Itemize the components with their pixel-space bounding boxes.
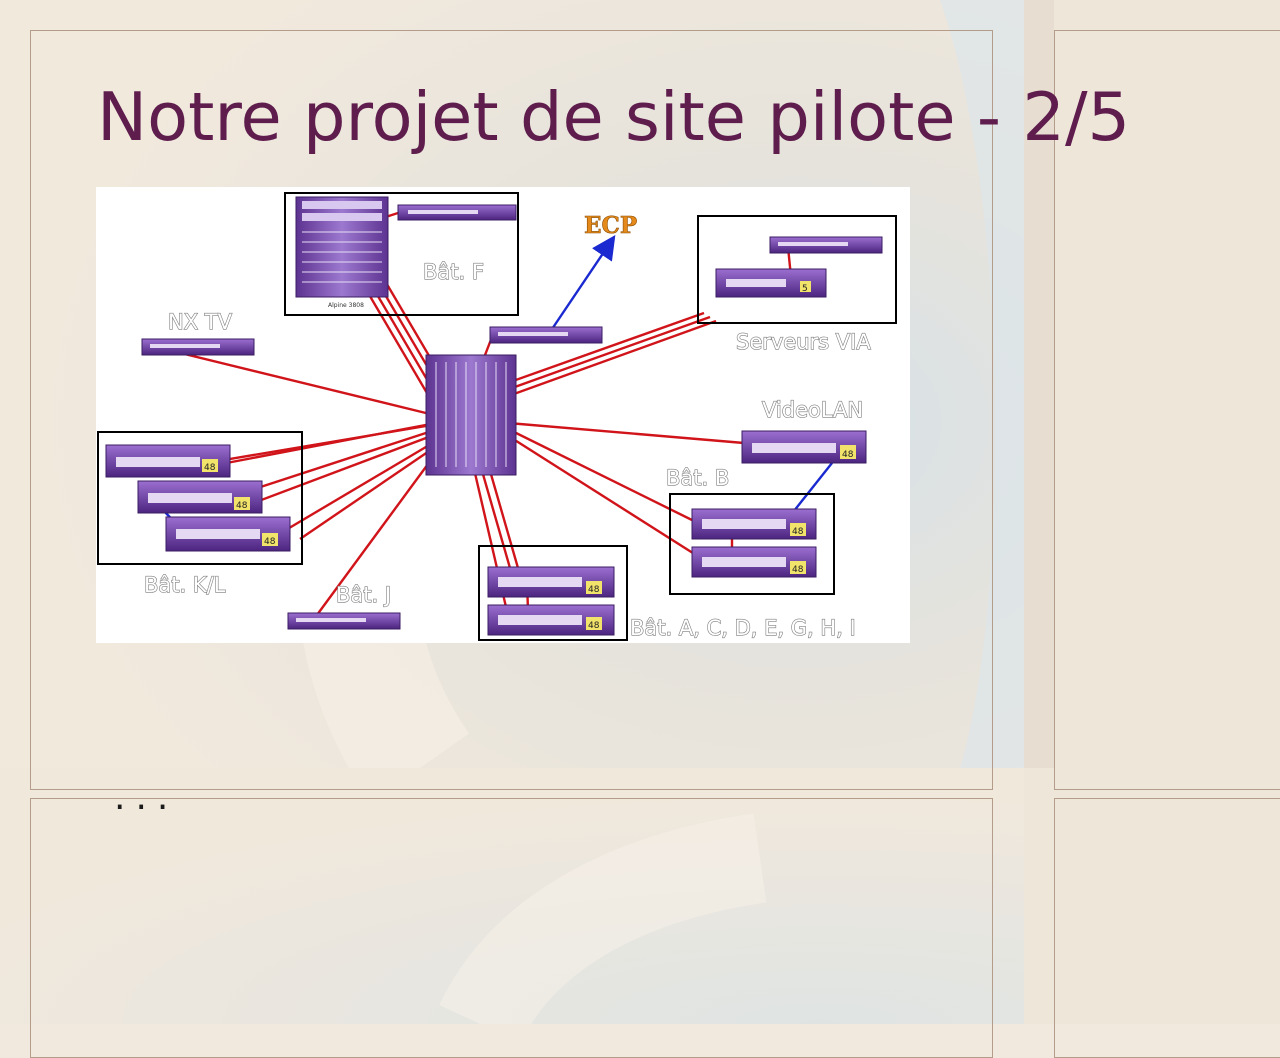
bat-kl-box	[97, 431, 303, 565]
slide-title: Notre projet de site pilote - 2/5	[97, 78, 1131, 156]
switch-bat-b-1: 48	[691, 508, 817, 540]
label-bat-b: Bât. B	[666, 466, 729, 490]
bat-b-box	[669, 493, 835, 595]
switch-ecp-access	[489, 326, 603, 344]
switch-via-top	[769, 236, 883, 254]
network-diagram: Alpine 3808 Bât. F ECP 5 Serveurs VIA NX	[96, 187, 910, 643]
background-tile-bottom-left	[0, 768, 1024, 1024]
alpine-chassis-f: Alpine 3808	[295, 196, 389, 309]
label-videolan: VideoLAN	[762, 398, 863, 422]
background-tile-top-right	[1024, 0, 1280, 768]
label-bat-f: Bât. F	[423, 260, 484, 284]
label-bat-j: Bât. J	[336, 583, 391, 607]
label-nx-tv: NX TV	[168, 310, 233, 334]
switch-bat-kl-3: 48	[165, 516, 291, 552]
switch-bat-b-2: 48	[691, 546, 817, 578]
slide-frame-next-right	[1054, 798, 1280, 1058]
slide-frame-main	[30, 30, 993, 790]
slide-frame-next	[30, 798, 993, 1058]
label-serveurs-via: Serveurs VIA	[736, 330, 871, 354]
svg-text:48: 48	[842, 450, 854, 460]
label-bat-acdeghi: Bât. A, C, D, E, G, H, I	[630, 616, 856, 640]
serveurs-via-box	[697, 215, 897, 324]
background-tile-bottom-right	[1024, 768, 1280, 1024]
svg-text:48: 48	[792, 527, 804, 537]
svg-text:48: 48	[264, 537, 276, 547]
switch-bat-j	[287, 612, 401, 630]
switch-bat-kl-2: 48	[137, 480, 263, 514]
slide-frame-right	[1054, 30, 1280, 790]
svg-text:48: 48	[588, 585, 600, 595]
switch-f-top	[397, 204, 517, 221]
alpine-model-label: Alpine 3808	[328, 302, 364, 309]
svg-text:5: 5	[802, 284, 808, 294]
switch-videolan: 48	[741, 430, 867, 464]
switch-bat-acdeghi-1: 48	[487, 566, 615, 598]
switch-bat-acdeghi-2: 48	[487, 604, 615, 636]
switch-bat-kl-1: 48	[105, 444, 231, 478]
switch-via-5: 5	[715, 268, 827, 298]
bat-f-box	[284, 192, 519, 316]
next-slide-ellipsis: ...	[114, 777, 179, 818]
svg-text:48: 48	[792, 565, 804, 575]
bat-acdeghi-box	[478, 545, 628, 641]
label-ecp: ECP	[584, 212, 637, 239]
svg-text:48: 48	[204, 463, 216, 473]
svg-text:48: 48	[588, 621, 600, 631]
svg-text:48: 48	[236, 501, 248, 511]
core-chassis	[425, 354, 517, 476]
switch-nx-tv	[141, 338, 255, 356]
label-bat-kl: Bât. K/L	[144, 573, 226, 597]
